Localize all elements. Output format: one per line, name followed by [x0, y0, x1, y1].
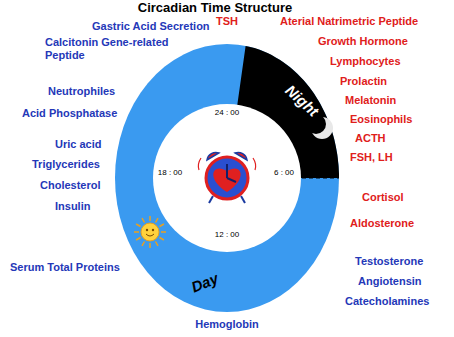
- hormone-label: FSH, LH: [350, 151, 393, 164]
- hormone-label: TSH: [216, 15, 238, 28]
- hormone-label: Gastric Acid Secretion: [92, 20, 210, 33]
- hormone-label: Melatonin: [345, 94, 396, 107]
- hormone-label: Hemoglobin: [195, 318, 259, 331]
- clock-hour-label: 18 : 00: [158, 168, 182, 178]
- hormone-label: Catecholamines: [345, 295, 429, 308]
- hormone-label: Cholesterol: [40, 179, 101, 192]
- hormone-label: Angiotensin: [358, 275, 422, 288]
- clock-hour-label: 12 : 00: [215, 230, 239, 240]
- day-ring: [115, 44, 339, 312]
- hormone-label: Neutrophiles: [48, 85, 115, 98]
- six-oclock-tick: [302, 177, 339, 178]
- hormone-label: ACTH: [355, 132, 386, 145]
- hormone-label: Prolactin: [340, 75, 387, 88]
- hormone-label: Lymphocytes: [330, 55, 401, 68]
- clock-hour-label: 24 : 00: [215, 108, 239, 118]
- alarm-clock-icon: [198, 152, 255, 203]
- diagram-title: Circadian Time Structure: [138, 0, 292, 15]
- hormone-label: Testosterone: [355, 255, 423, 268]
- hormone-label: Serum Total Proteins: [10, 261, 120, 274]
- hormone-label: Uric acid: [55, 138, 101, 151]
- sun-icon: [134, 216, 166, 248]
- clock-face: [153, 104, 301, 252]
- hormone-label: Eosinophils: [350, 113, 412, 126]
- clock-hour-label: 6 : 00: [274, 168, 294, 178]
- hormone-label: Cortisol: [362, 191, 404, 204]
- hormone-label: Insulin: [55, 200, 90, 213]
- hormone-label: Triglycerides: [32, 158, 100, 171]
- hormone-label: Aldosterone: [350, 217, 414, 230]
- hormone-label: Growth Hormone: [318, 35, 408, 48]
- hormone-label: Calcitonin Gene-related Peptide: [45, 36, 190, 62]
- hormone-label: Acid Phosphatase: [22, 107, 117, 120]
- hormone-label: Aterial Natrimetric Peptide: [280, 15, 418, 28]
